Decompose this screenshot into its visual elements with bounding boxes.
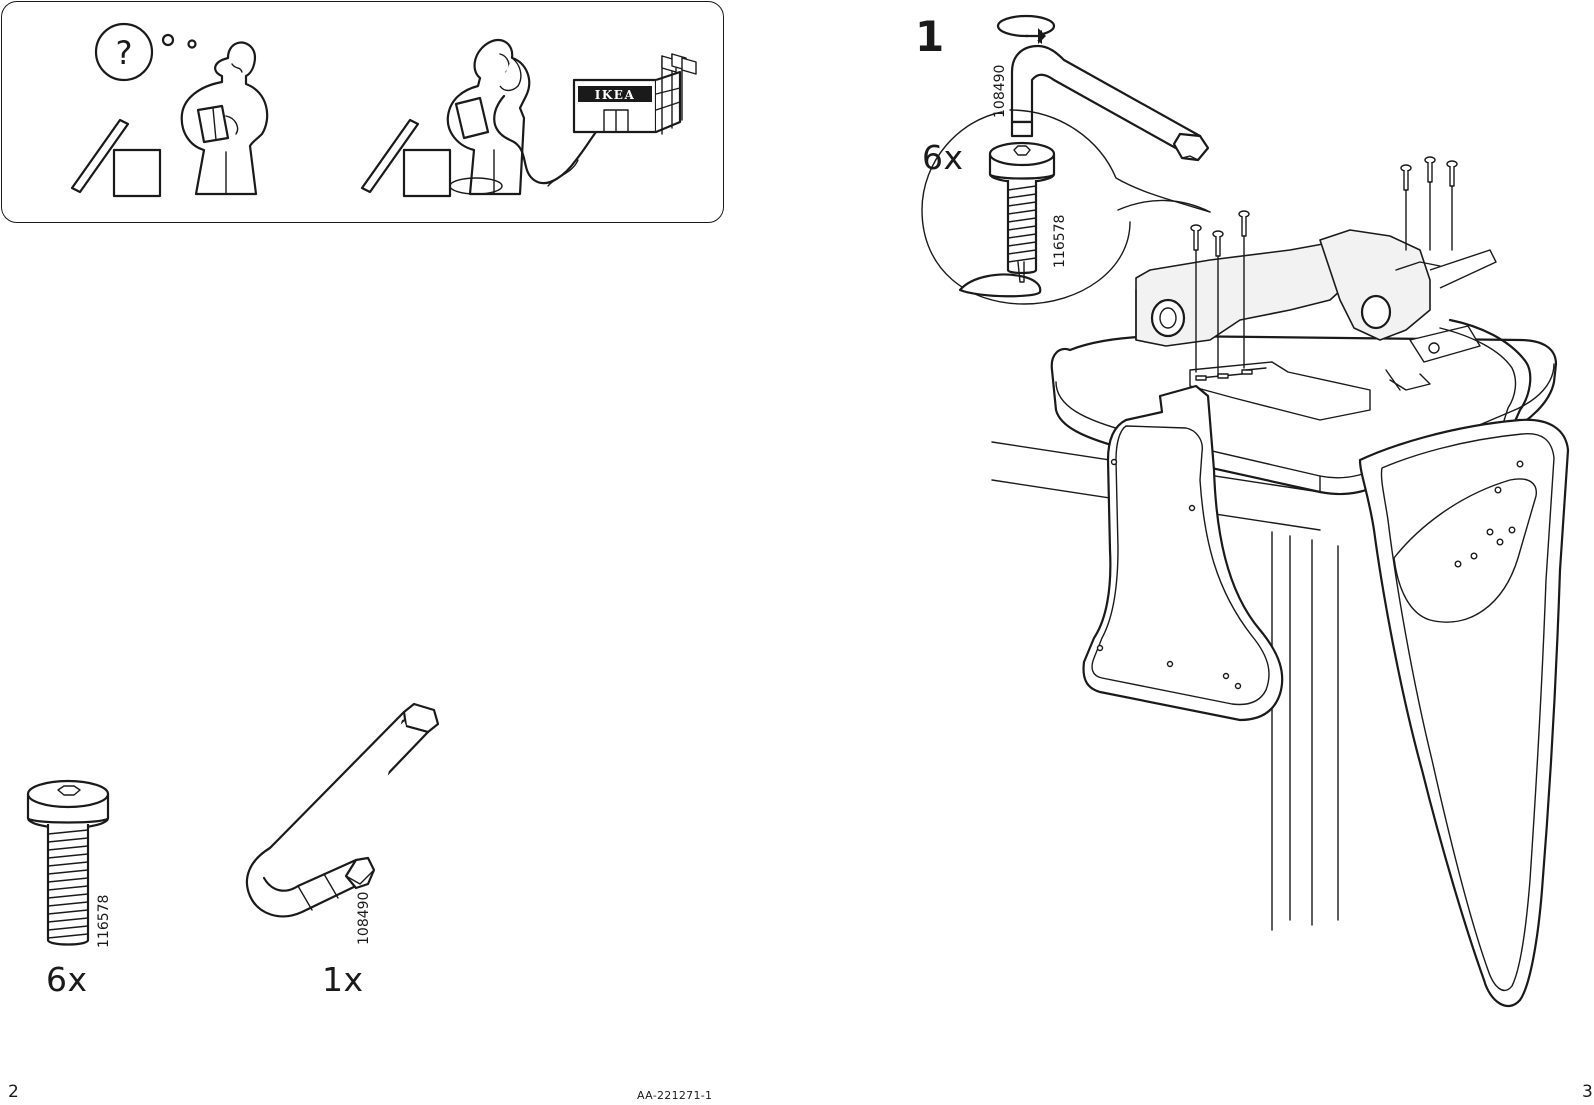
document-code: AA-221271-1 xyxy=(637,1089,713,1102)
rotate-clockwise-icon xyxy=(996,14,1056,44)
box-with-lid-icon xyxy=(70,118,162,198)
screw-part-number: 116578 xyxy=(96,894,112,948)
zoom-callout xyxy=(921,109,1211,305)
allen-key-icon xyxy=(245,702,440,918)
help-panel xyxy=(1,1,724,223)
chair-armrest-assembly xyxy=(991,156,1570,1007)
allen-key-quantity: 1x xyxy=(322,960,364,999)
allen-key-part-number: 108490 xyxy=(356,891,372,945)
callout-quantity: 6x xyxy=(922,138,964,177)
confused-person-icon xyxy=(180,41,269,196)
question-bubble-icon: ? xyxy=(94,22,197,82)
person-on-phone-icon xyxy=(446,38,598,196)
screw-quantity: 6x xyxy=(46,960,88,999)
help-illustration: ? xyxy=(70,22,697,198)
screw-icon xyxy=(26,779,110,946)
callout-allen-key-icon xyxy=(1010,44,1210,162)
screw-group-front xyxy=(1190,210,1250,377)
right-page: 3 xyxy=(797,0,1594,1105)
svg-text:?: ? xyxy=(116,34,133,72)
ikea-store-sign: IKEA xyxy=(595,88,636,102)
ikea-store-icon: IKEA xyxy=(572,53,697,135)
right-page-number: 3 xyxy=(1582,1082,1593,1102)
step-number: 1 xyxy=(915,12,945,61)
screw-group-back xyxy=(1400,156,1458,251)
box-with-lid-icon-2 xyxy=(360,118,452,198)
left-page: ? xyxy=(1,1,724,1102)
left-page-number: 2 xyxy=(8,1082,19,1102)
